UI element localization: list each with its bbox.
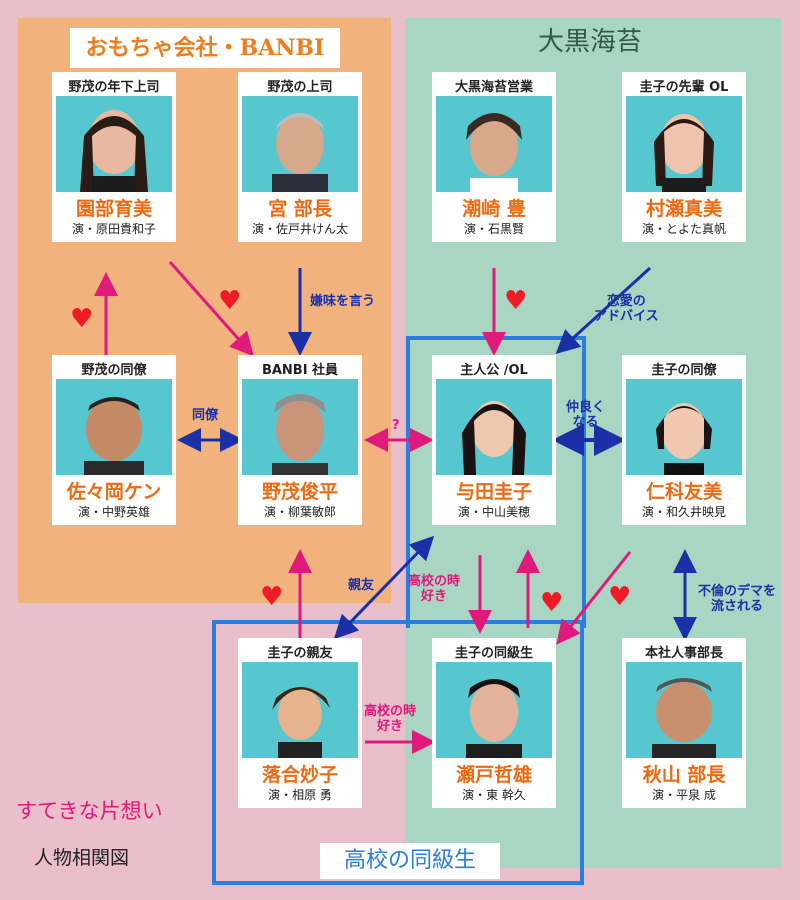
card-actor: 演・中山美穂 — [457, 505, 530, 519]
nori-group-title: 大黒海苔 — [537, 27, 642, 57]
card-role: 大黒海苔営業 — [454, 80, 533, 95]
card-role: 野茂の同僚 — [81, 363, 147, 378]
banbi-group-title: おもちゃ会社・BANBI — [70, 28, 340, 68]
card-role: 主人公 /OL — [460, 363, 528, 378]
card-akiyama[interactable]: 本社人事部長 秋山 部長 演・平泉 成 — [622, 638, 746, 808]
drama-title: すてきな片想い — [16, 799, 163, 823]
card-sonobe[interactable]: 野茂の年下上司 園部育美 演・原田貴和子 — [52, 72, 176, 242]
label-furin-dema: 不倫のデマを 流される — [698, 584, 777, 614]
card-actor: 演・和久井映見 — [641, 505, 726, 519]
card-role: 野茂の年下上司 — [68, 80, 160, 95]
heart-icon: ♥ — [504, 286, 528, 316]
portrait-photo — [242, 379, 358, 475]
card-seto[interactable]: 圭子の同級生 瀬戸哲雄 演・東 幹久 — [432, 638, 556, 808]
label-koukou-suki-1: 高校の時 好き — [408, 574, 461, 604]
heart-icon: ♥ — [608, 582, 632, 612]
portrait-photo — [436, 662, 552, 758]
portrait-photo — [56, 96, 172, 192]
label-iyami: 嫌味を言う — [310, 294, 376, 309]
school-group-title: 高校の同級生 — [320, 843, 500, 879]
label-renai-advice: 恋愛の アドバイス — [594, 294, 659, 324]
card-name: 佐々岡ケン — [66, 481, 162, 503]
card-ochiai[interactable]: 圭子の親友 落合妙子 演・相原 勇 — [238, 638, 362, 808]
heart-icon: ♥ — [218, 286, 242, 316]
label-douryou: 同僚 — [192, 408, 219, 423]
card-actor: 演・佐戸井けん太 — [251, 222, 348, 236]
card-nomo[interactable]: BANBI 社員 野茂俊平 演・柳葉敏郎 — [238, 355, 362, 525]
card-actor: 演・平泉 成 — [652, 788, 716, 802]
portrait-photo — [242, 662, 358, 758]
card-role: BANBI 社員 — [261, 363, 339, 378]
heart-icon: ♥ — [260, 582, 284, 612]
card-role: 野茂の上司 — [267, 80, 333, 95]
card-shiozaki[interactable]: 大黒海苔営業 潮崎 豊 演・石黒賢 — [432, 72, 556, 242]
diagram-title: 人物相関図 — [34, 847, 130, 869]
heart-icon: ♥ — [70, 304, 94, 334]
card-actor: 演・中野英雄 — [77, 505, 150, 519]
card-actor: 演・相原 勇 — [268, 788, 332, 802]
card-name: 落合妙子 — [261, 764, 338, 786]
card-actor: 演・柳葉敏郎 — [263, 505, 336, 519]
card-name: 村瀬真美 — [645, 198, 722, 220]
card-name: 潮崎 豊 — [462, 198, 526, 220]
card-role: 本社人事部長 — [644, 646, 723, 661]
label-shinyu: 親友 — [348, 578, 375, 593]
portrait-photo — [56, 379, 172, 475]
card-miya[interactable]: 野茂の上司 宮 部長 演・佐戸井けん太 — [238, 72, 362, 242]
card-name: 与田圭子 — [455, 481, 532, 503]
card-keiko[interactable]: 主人公 /OL 与田圭子 演・中山美穂 — [432, 355, 556, 525]
portrait-photo — [626, 662, 742, 758]
card-name: 瀬戸哲雄 — [455, 764, 532, 786]
card-role: 圭子の親友 — [267, 646, 333, 661]
card-name: 秋山 部長 — [642, 764, 726, 786]
portrait-photo — [436, 96, 552, 192]
label-nakayoku: 仲良く なる — [566, 400, 606, 430]
card-role: 圭子の同僚 — [651, 363, 717, 378]
card-actor: 演・原田貴和子 — [71, 222, 156, 236]
card-name: 仁科友美 — [645, 481, 722, 503]
card-name: 野茂俊平 — [261, 481, 338, 503]
card-role: 圭子の先輩 OL — [639, 80, 729, 95]
card-actor: 演・とよた真帆 — [641, 222, 726, 236]
label-question: ? — [392, 418, 400, 433]
portrait-photo — [626, 96, 742, 192]
label-koukou-suki-2: 高校の時 好き — [364, 704, 417, 734]
heart-icon: ♥ — [540, 588, 564, 618]
card-nishina[interactable]: 圭子の同僚 仁科友美 演・和久井映見 — [622, 355, 746, 525]
card-sasaoka[interactable]: 野茂の同僚 佐々岡ケン 演・中野英雄 — [52, 355, 176, 525]
portrait-photo — [436, 379, 552, 475]
card-murase[interactable]: 圭子の先輩 OL 村瀬真美 演・とよた真帆 — [622, 72, 746, 242]
portrait-photo — [242, 96, 358, 192]
portrait-photo — [626, 379, 742, 475]
card-actor: 演・石黒賢 — [463, 222, 524, 236]
card-name: 宮 部長 — [268, 198, 332, 220]
card-name: 園部育美 — [75, 198, 152, 220]
card-actor: 演・東 幹久 — [462, 788, 526, 802]
card-role: 圭子の同級生 — [454, 646, 533, 661]
